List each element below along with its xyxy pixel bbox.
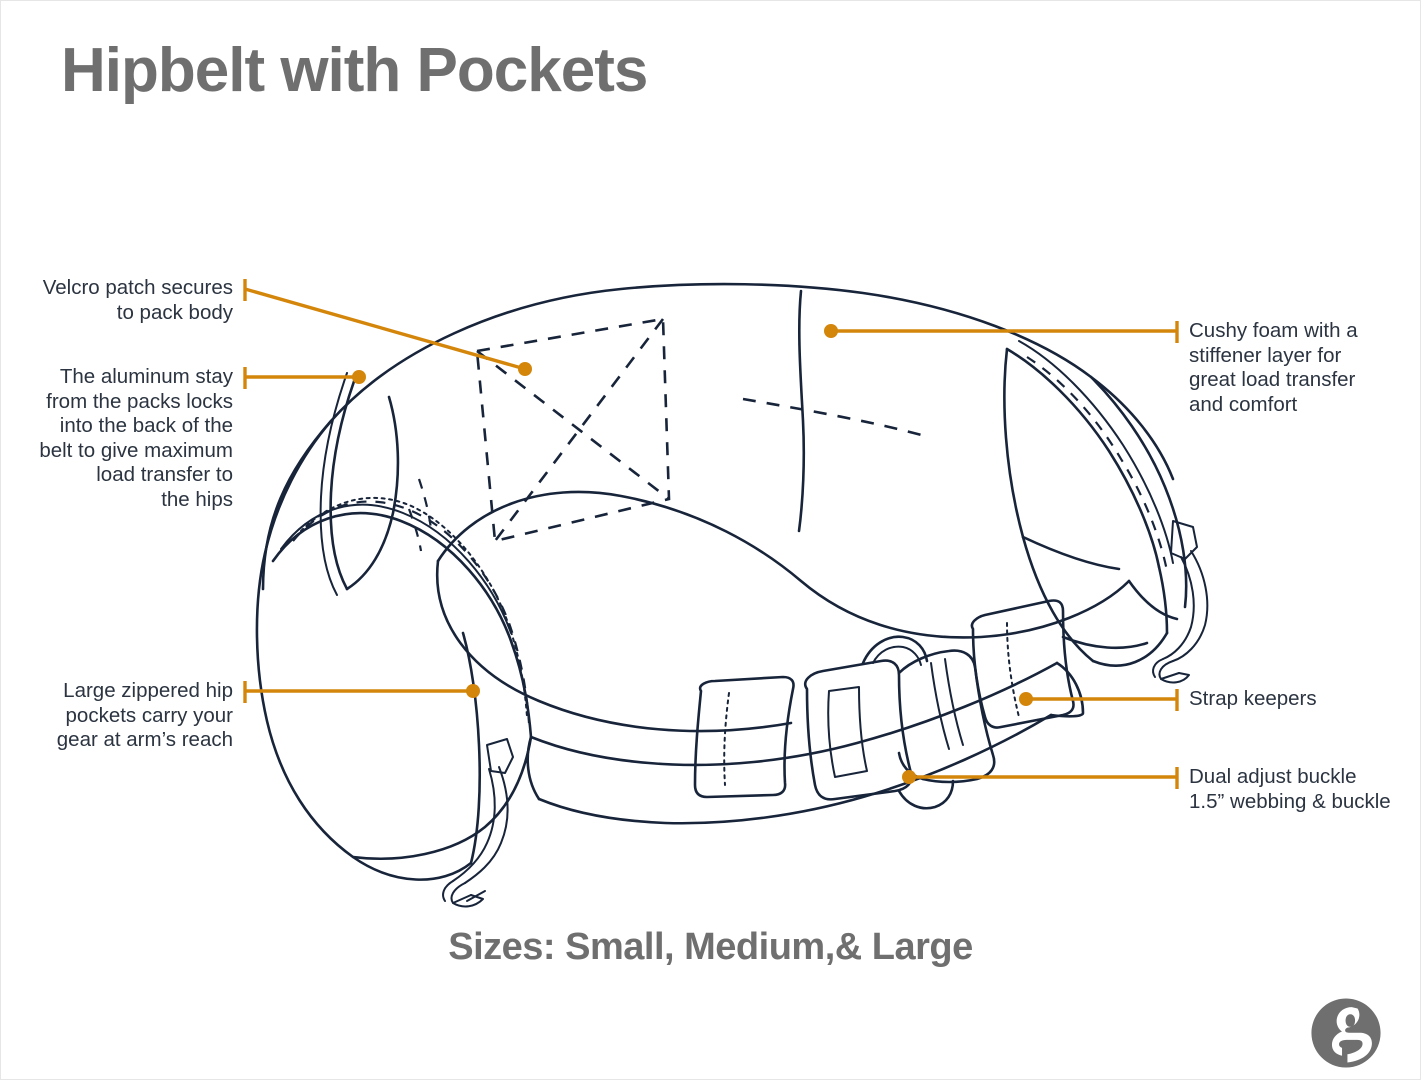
- callout-hip-pockets-line-3: gear at arm’s reach: [56, 728, 233, 751]
- left-hip-pocket: [255, 371, 533, 881]
- leader-dot-strap-keepers: [1019, 692, 1033, 706]
- callout-cushy-foam-line-3: great load transfer: [1189, 368, 1356, 391]
- center-back-seam: [797, 289, 806, 533]
- page-title: Hipbelt with Pockets: [61, 36, 648, 105]
- g-circle-logo: [1311, 998, 1381, 1068]
- callout-velcro-line-2: to pack body: [116, 300, 233, 324]
- callout-strap-keepers-line-1: Strap keepers: [1189, 687, 1317, 710]
- leader-dot-velcro: [518, 362, 532, 376]
- leader-dot-hip-pockets: [466, 684, 480, 698]
- strap-keeper-left: [693, 675, 795, 799]
- callout-buckle: Dual adjust buckle 1.5” webbing & buckle: [1189, 765, 1415, 814]
- leader-lines: [243, 279, 1179, 789]
- right-hip-pocket: [1003, 340, 1188, 667]
- callout-aluminum-stay-line-3: into the back of the: [59, 414, 233, 437]
- callout-aluminum-stay-line-1: The aluminum stay: [59, 365, 233, 388]
- interior-stitch-detail: [742, 397, 930, 439]
- callout-aluminum-stay-line-5: load transfer to: [96, 463, 233, 486]
- callout-velcro: Velcro patch secures to pack body: [41, 276, 233, 325]
- leader-velcro: [244, 287, 526, 371]
- callout-buckle-line-2: 1.5” webbing & buckle: [1189, 789, 1391, 813]
- callout-hip-pockets-line-1: Large zippered hip: [63, 679, 233, 702]
- velcro-patch: [475, 317, 671, 543]
- sizes-caption: Sizes: Small, Medium,& Large: [448, 926, 973, 968]
- callout-cushy-foam-line-4: and comfort: [1189, 392, 1298, 416]
- leader-dot-cushy-foam: [824, 324, 838, 338]
- callout-velcro-line-1: Velcro patch secures: [42, 276, 233, 299]
- right-zipper-pull-cord: [1152, 520, 1209, 684]
- callout-aluminum-stay-line-2: from the packs locks: [46, 389, 233, 413]
- callout-cushy-foam: Cushy foam with a stiffener layer for gr…: [1189, 319, 1405, 417]
- dual-adjust-buckle: [803, 635, 996, 810]
- callout-strap-keepers: Strap keepers: [1189, 687, 1405, 712]
- callout-hip-pockets: Large zippered hip pockets carry your ge…: [23, 679, 233, 753]
- strap-keeper-right: [970, 599, 1075, 729]
- callout-hip-pockets-line-2: pockets carry your: [65, 703, 233, 727]
- callout-aluminum-stay-line-4: belt to give maximum: [39, 438, 233, 462]
- webbing-strap: [526, 661, 1085, 825]
- callout-aluminum-stay-line-6: the hips: [161, 487, 233, 511]
- callout-cushy-foam-line-2: stiffener layer for: [1189, 343, 1342, 367]
- left-zipper-pull-cord: [442, 738, 514, 908]
- leader-dot-aluminum-stay: [352, 370, 366, 384]
- callout-aluminum-stay: The aluminum stay from the packs locks i…: [21, 365, 233, 512]
- callout-buckle-line-1: Dual adjust buckle: [1189, 765, 1357, 788]
- callout-cushy-foam-line-1: Cushy foam with a: [1189, 319, 1358, 342]
- leader-dot-buckle: [902, 770, 916, 784]
